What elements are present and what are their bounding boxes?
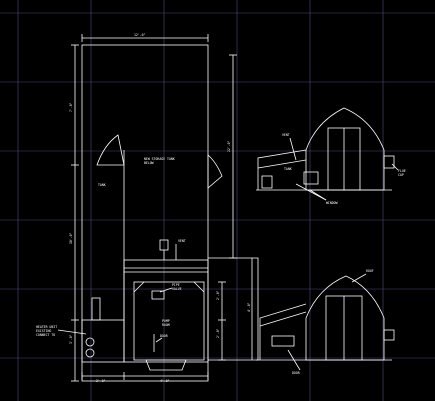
- elev-bottom-barn-roof: [305, 275, 385, 361]
- equipment-label-c: CONNECT TO: [36, 333, 55, 337]
- elev-top-label-c: WINDOW: [326, 201, 338, 205]
- heater-unit: [81, 319, 125, 363]
- elev-top-shed-window: [303, 171, 319, 185]
- leader-top-label: VENT: [178, 239, 186, 243]
- elev-bottom-label-a: ROOF: [366, 269, 374, 273]
- dim-bottom-right-text: 4'-0": [160, 379, 170, 383]
- elev-bottom-shed-eave: [259, 311, 307, 327]
- dim-inner-right-b-text: 2'-0": [216, 328, 220, 338]
- leader-mid-label-b: VALVE: [172, 287, 182, 291]
- pump-room-corner-right: [193, 281, 205, 293]
- plan-hatch-bottom: [145, 359, 187, 371]
- elev-top-right-label: FLUE: [398, 169, 406, 173]
- elev-top-barn-roof: [305, 107, 385, 191]
- elev-top-shed: [257, 149, 307, 190]
- heater-burner-1: [85, 337, 95, 347]
- leader-mid: [159, 287, 173, 293]
- pump-room-label-a: PUMP: [162, 319, 170, 323]
- dim-right-overall-text: 22'-0": [227, 140, 231, 152]
- door-swing-right: [207, 154, 223, 189]
- pump-room-small-box: [151, 290, 165, 300]
- dim-right-lower-text: 4'-0": [247, 302, 251, 312]
- leader-door: [155, 337, 163, 343]
- elev-bottom-leader-a: [351, 273, 367, 283]
- elev-bottom-right-cap: [383, 329, 395, 341]
- elev-top-label-a: VENT: [282, 133, 290, 137]
- upper-room-sublabel: BELOW: [144, 161, 154, 165]
- upper-room-label: NEW STORAGE TANK: [144, 157, 175, 161]
- elev-top-shed-base: [261, 175, 273, 189]
- equipment-label-a: HEATER UNIT: [36, 325, 57, 329]
- leader-door-label: DOOR: [160, 334, 168, 338]
- door-swing-left: [96, 134, 125, 166]
- elev-top-shed-eave: [257, 159, 307, 169]
- equipment-label-b: EXISTING: [36, 329, 51, 333]
- elev-bottom-shed: [259, 303, 307, 360]
- dim-left-upper-text: 7'-0": [69, 102, 73, 112]
- dim-bottom-left-text: 2'-0": [96, 379, 106, 383]
- elev-top-leader-a: [289, 137, 297, 161]
- pump-room-corner-left: [133, 281, 145, 293]
- elev-bottom-shed-window: [271, 335, 295, 347]
- pump-room-label-b: ROOM: [162, 323, 170, 327]
- elev-top-leader-c: [295, 183, 327, 201]
- mechanical-room: [123, 259, 209, 363]
- elev-bottom-leader-b: [287, 349, 301, 371]
- leader-mid-label-a: PIPE: [172, 283, 180, 287]
- elev-bottom-label-b: DOOR: [292, 371, 300, 375]
- leader-equipment: [57, 329, 87, 335]
- dim-left-lower-text: 3'-0": [69, 334, 73, 344]
- elev-top-right-cap: [383, 155, 395, 169]
- heater-chimney: [91, 297, 101, 321]
- dim-left-mid-text: 10'-0": [69, 232, 73, 244]
- dim-inner-right-a-text: 2'-0": [216, 290, 220, 300]
- dim-top-text: 12'-0": [134, 33, 146, 37]
- elev-top-right-label-b: CAP: [398, 173, 404, 177]
- elev-top-leader-d: [391, 163, 399, 171]
- upper-small-label: TANK: [98, 183, 106, 187]
- plan-outline: [81, 44, 209, 382]
- elev-top-label-b: TANK: [284, 167, 292, 171]
- heater-burner-2: [85, 348, 95, 358]
